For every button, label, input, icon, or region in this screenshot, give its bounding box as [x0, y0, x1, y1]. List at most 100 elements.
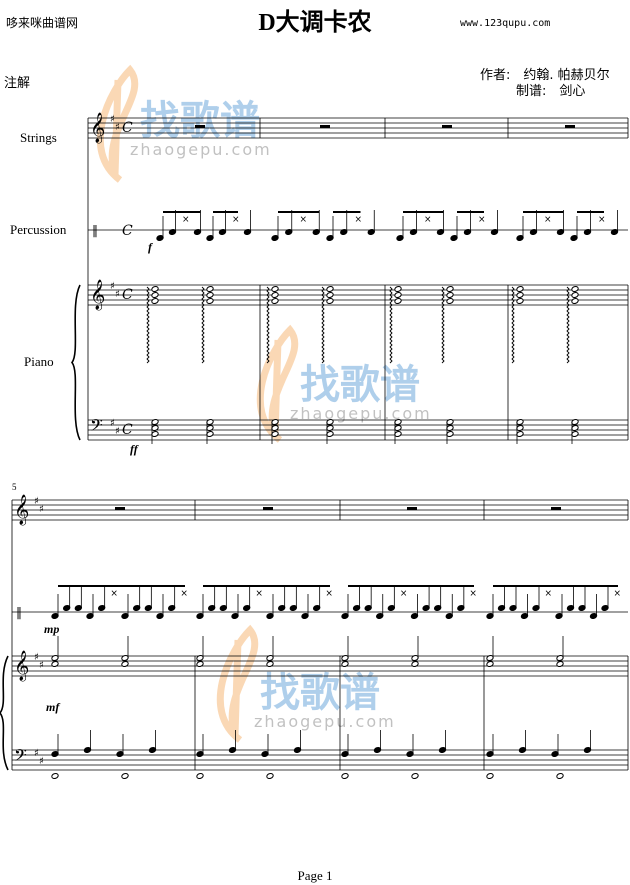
- instrument-label-percussion: Percussion: [10, 222, 67, 237]
- note-head: [394, 297, 402, 305]
- arpeggio-mark: [441, 286, 445, 364]
- cymbal-x-note: ×: [110, 589, 118, 599]
- page-number: Page 1: [297, 868, 333, 883]
- dynamic-marking: ff: [130, 442, 138, 456]
- composer-credit: 作者: 约翰. 帕赫贝尔: [480, 68, 610, 83]
- arpeggio-mark: [389, 286, 393, 364]
- key-signature-sharp: ♯: [115, 426, 120, 437]
- whole-rest: [442, 125, 452, 128]
- dynamic-marking: f: [148, 240, 152, 254]
- treble-clef-icon: 𝄞: [90, 279, 105, 311]
- watermark-clef-icon: [96, 64, 299, 743]
- whole-rest: [407, 507, 417, 510]
- treble-clef-icon: 𝄞: [14, 650, 29, 682]
- cymbal-x-note: ×: [469, 589, 477, 599]
- cymbal-x-note: ×: [182, 215, 190, 225]
- dynamic-marking: mf: [46, 700, 60, 714]
- note-head: [516, 285, 524, 293]
- note-head: [556, 660, 564, 668]
- instrument-label-piano: Piano: [24, 354, 54, 369]
- note-head: [206, 291, 214, 299]
- time-signature: C: [122, 287, 133, 303]
- note-head: [266, 772, 274, 780]
- note-head: [326, 285, 334, 293]
- note-head: [486, 660, 494, 668]
- percussion-clef-icon: ‖: [92, 223, 98, 237]
- note-head: [394, 291, 402, 299]
- note-head: [206, 285, 214, 293]
- key-signature-sharp: ♯: [110, 114, 115, 125]
- note-head: [271, 297, 279, 305]
- key-signature-sharp: ♯: [115, 289, 120, 300]
- cymbal-x-note: ×: [325, 589, 333, 599]
- percussion-clef-icon: ‖: [16, 605, 22, 619]
- grand-staff-brace: [0, 655, 9, 771]
- arpeggio-mark: [201, 286, 205, 364]
- note-head: [446, 291, 454, 299]
- note-head: [446, 297, 454, 305]
- site-name: 哆来咪曲谱网: [6, 16, 79, 30]
- watermark-logo: 找歌谱: [140, 98, 260, 143]
- note-head: [571, 291, 579, 299]
- note-head: [271, 291, 279, 299]
- note-head: [51, 772, 59, 780]
- cymbal-x-note: ×: [598, 215, 606, 225]
- note-head: [486, 772, 494, 780]
- measure-number: 5: [12, 482, 17, 492]
- note-head: [556, 772, 564, 780]
- note-head: [571, 285, 579, 293]
- key-signature-sharp: ♯: [34, 496, 39, 507]
- dynamic-marking: mp: [44, 622, 60, 636]
- note-head: [196, 772, 204, 780]
- key-signature-sharp: ♯: [39, 660, 44, 671]
- whole-rest: [263, 507, 273, 510]
- watermark-text: zhaogepu.com: [290, 404, 432, 423]
- watermark-logo: 找歌谱: [260, 670, 380, 715]
- note-head: [121, 660, 129, 668]
- key-signature-sharp: ♯: [39, 504, 44, 515]
- note-head: [394, 285, 402, 293]
- note-head: [326, 291, 334, 299]
- note-head: [266, 660, 274, 668]
- key-signature-sharp: ♯: [110, 418, 115, 429]
- note-head: [151, 291, 159, 299]
- note-head: [51, 660, 59, 668]
- key-signature-sharp: ♯: [39, 756, 44, 767]
- watermark-text: zhaogepu.com: [254, 712, 396, 731]
- cymbal-x-note: ×: [424, 215, 432, 225]
- note-head: [271, 285, 279, 293]
- note-head: [411, 772, 419, 780]
- arpeggio-mark: [566, 286, 570, 364]
- site-url: www.123qupu.com: [460, 18, 551, 29]
- arpeggio-mark: [511, 286, 515, 364]
- note-head: [151, 285, 159, 293]
- note-head: [206, 297, 214, 305]
- cymbal-x-note: ×: [614, 589, 622, 599]
- watermark-logo: 找歌谱: [300, 362, 420, 407]
- key-signature-sharp: ♯: [34, 748, 39, 759]
- note-head: [571, 297, 579, 305]
- whole-rest: [565, 125, 575, 128]
- whole-rest: [551, 507, 561, 510]
- note-head: [196, 660, 204, 668]
- treble-clef-icon: 𝄞: [14, 494, 29, 526]
- time-signature: C: [122, 223, 133, 239]
- key-signature-sharp: ♯: [110, 281, 115, 292]
- grand-staff-brace: [70, 284, 81, 441]
- cymbal-x-note: ×: [545, 589, 553, 599]
- note-head: [121, 772, 129, 780]
- cymbal-x-note: ×: [300, 215, 308, 225]
- instrument-label-strings: Strings: [20, 130, 57, 145]
- note-head: [326, 297, 334, 305]
- page-title: D大调卡农: [258, 10, 372, 36]
- key-signature-sharp: ♯: [115, 122, 120, 133]
- note-head: [516, 297, 524, 305]
- note-head: [411, 660, 419, 668]
- note-head: [341, 660, 349, 668]
- cymbal-x-note: ×: [478, 215, 486, 225]
- watermark-text: zhaogepu.com: [130, 140, 272, 159]
- cymbal-x-note: ×: [255, 589, 263, 599]
- arpeggio-mark: [146, 286, 150, 364]
- arpeggio-mark: [321, 286, 325, 364]
